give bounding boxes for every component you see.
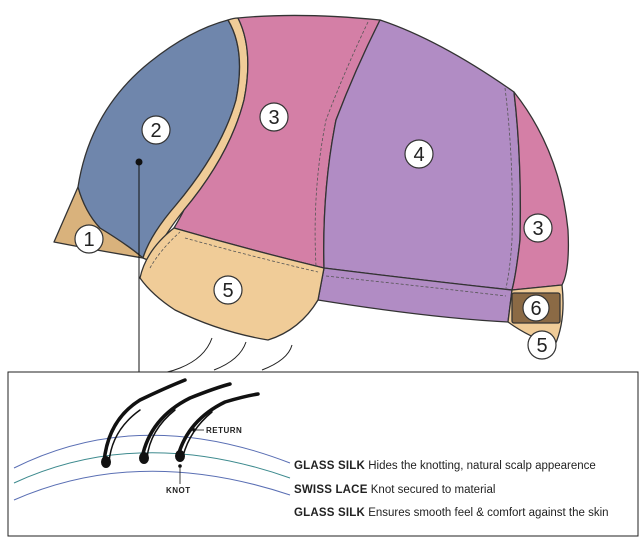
svg-text:2: 2 (150, 120, 161, 142)
svg-text:4: 4 (413, 144, 424, 166)
return-label: RETURN (206, 426, 242, 435)
label-4: 4 (404, 139, 434, 169)
label-6: 6 (522, 294, 550, 322)
svg-text:5: 5 (536, 335, 547, 357)
legend-row-1: GLASS SILK Hides the knotting, natural s… (294, 460, 596, 472)
layer-top (13, 434, 291, 469)
svg-text:3: 3 (532, 218, 543, 240)
panel-3-back (511, 91, 570, 291)
legend-material-2: SWISS LACE (294, 484, 368, 496)
svg-text:6: 6 (530, 298, 541, 320)
panel-labels: 1 2 3 4 3 5 6 5 (74, 102, 557, 360)
legend-description-2: Knot secured to material (370, 484, 496, 496)
legend-material-1: GLASS SILK (294, 460, 366, 472)
label-2: 2 (141, 115, 171, 145)
stitching (149, 21, 513, 297)
detail-annotations: RETURN KNOT (166, 426, 242, 495)
svg-text:3: 3 (268, 107, 279, 129)
legend-row-2: SWISS LACE Knot secured to material (294, 484, 495, 496)
svg-text:1: 1 (83, 229, 94, 251)
legend-description-3: Ensures smooth feel & comfort against th… (368, 507, 609, 519)
label-5-ear: 5 (213, 275, 243, 305)
label-3-crown: 3 (259, 102, 289, 132)
hair-knots (101, 378, 260, 468)
knot-label: KNOT (166, 486, 191, 495)
label-3-back: 3 (523, 213, 553, 243)
detail-box (7, 371, 639, 537)
legend-material-3: GLASS SILK (294, 507, 366, 519)
legend-description-1: Hides the knotting, natural scalp appear… (368, 460, 596, 472)
layer-bottom (13, 470, 291, 501)
label-1: 1 (74, 224, 104, 254)
wig-cap (53, 14, 570, 346)
svg-text:5: 5 (222, 280, 233, 302)
legend-row-3: GLASS SILK Ensures smooth feel & comfort… (294, 507, 609, 519)
callout-pointer (135, 158, 143, 372)
hair-strands-above (145, 337, 293, 374)
label-5-back: 5 (527, 330, 557, 360)
